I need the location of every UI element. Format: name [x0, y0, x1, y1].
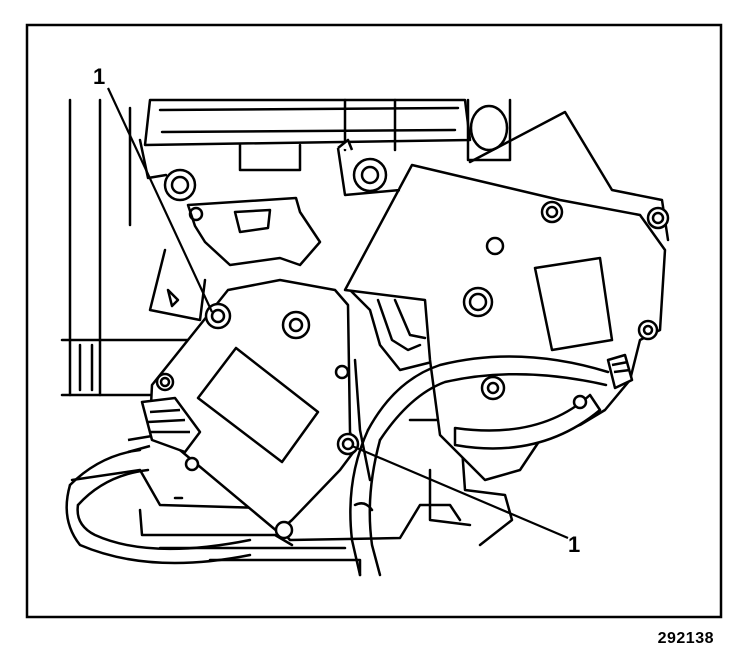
- front-actuator: [127, 278, 360, 540]
- figure-number: 292138: [657, 630, 714, 647]
- right-actuator: [336, 138, 670, 482]
- callout-label-top-left: 1: [93, 64, 105, 89]
- figure-frame: [25, 23, 723, 619]
- callout-lines: [107, 87, 569, 540]
- callout-label-bottom-right: 1: [568, 532, 580, 557]
- wiring-harness: [65, 355, 610, 577]
